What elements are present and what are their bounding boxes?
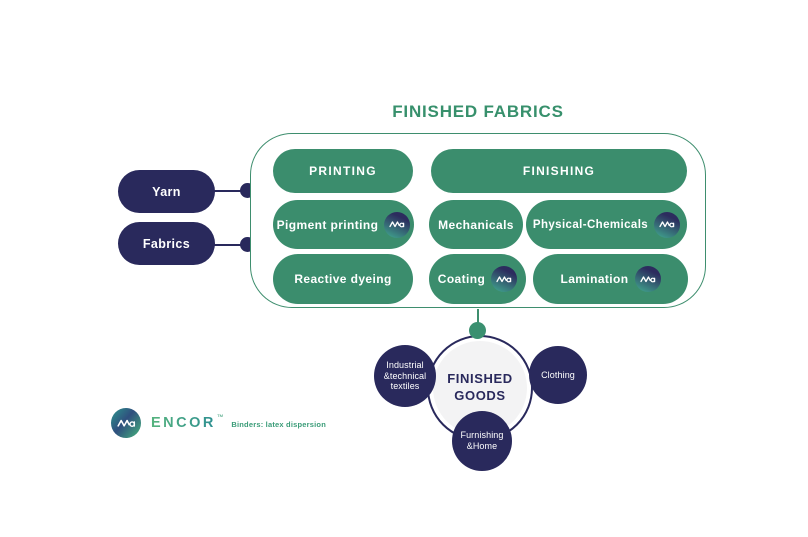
finished-fabrics-container: PRINTING FINISHING Pigment printing Mech… — [250, 133, 706, 308]
brand-wordmark: ENCOR — [151, 415, 216, 431]
industrial-line1: Industrial — [386, 360, 424, 371]
finishing-header-pill: FINISHING — [431, 149, 687, 193]
fabrics-node: Fabrics — [118, 222, 215, 265]
mechanicals-label: Mechanicals — [438, 217, 514, 232]
yarn-node: Yarn — [118, 170, 215, 213]
coating-label: Coating — [437, 272, 486, 286]
finished-goods-line2: GOODS — [454, 388, 506, 403]
mechanicals-pill: Mechanicals — [429, 200, 523, 249]
pigment-printing-pill: Pigment printing — [273, 200, 414, 249]
clothing-node: Clothing — [529, 346, 587, 404]
lamination-label: Lamination — [560, 272, 629, 286]
brand-tagline: Binders: latex dispersion — [231, 419, 326, 429]
trademark-symbol: ™ — [216, 413, 224, 421]
goods-connector-line — [477, 308, 479, 330]
page-title: FINISHED FABRICS — [392, 102, 564, 121]
reactive-dyeing-label: Reactive dyeing — [294, 272, 392, 286]
industrial-textiles-node: Industrial &technical textiles — [374, 345, 436, 407]
encor-logo-icon — [111, 408, 141, 438]
encor-wave-icon — [491, 266, 518, 292]
printing-header-pill: PRINTING — [273, 149, 413, 193]
coating-pill: Coating — [429, 254, 526, 304]
finished-goods-label: FINISHED GOODS — [447, 371, 512, 405]
lamination-pill: Lamination — [533, 254, 688, 304]
encor-wave-icon — [634, 266, 661, 292]
clothing-label: Clothing — [541, 369, 575, 380]
reactive-dyeing-pill: Reactive dyeing — [273, 254, 413, 304]
physical-chemicals-pill: Physical-Chemicals — [526, 200, 687, 249]
brand-footer: ENCOR ™ Binders: latex dispersion — [111, 408, 326, 438]
finished-goods-line1: FINISHED — [447, 371, 513, 387]
industrial-line2: &technical — [383, 370, 427, 381]
industrial-line3: textiles — [390, 381, 420, 392]
encor-wave-icon — [384, 211, 411, 238]
encor-wave-icon — [654, 211, 681, 238]
fabrics-label: Fabrics — [142, 236, 191, 251]
finished-goods-inner: FINISHED GOODS — [433, 341, 527, 435]
fabrics-connector-line — [213, 244, 244, 246]
printing-header-label: PRINTING — [309, 164, 377, 178]
yarn-label: Yarn — [152, 184, 181, 199]
yarn-connector-line — [213, 190, 244, 192]
goods-connector-dot — [469, 322, 486, 339]
physical-chemicals-label: Physical-Chemicals — [532, 218, 649, 231]
furnishing-line2: &Home — [466, 441, 498, 451]
furnishing-home-node: Furnishing &Home — [452, 411, 512, 471]
pigment-printing-label: Pigment printing — [276, 217, 379, 232]
furnishing-line1: Furnishing — [460, 430, 504, 441]
finishing-header-label: FINISHING — [522, 164, 596, 178]
